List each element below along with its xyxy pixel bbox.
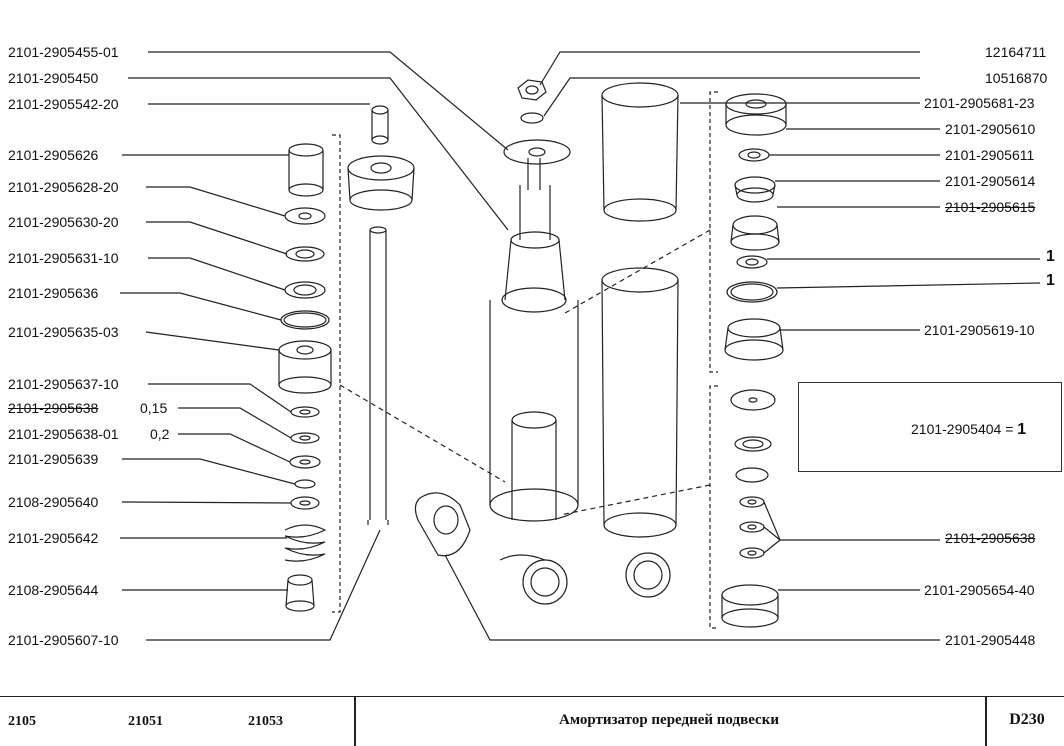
part-label: 2101-2905654-40 (924, 582, 1035, 598)
part-label: 2101-2905642 (8, 530, 99, 546)
part-label: 2101-2905638 (8, 400, 99, 416)
part-label: 2101-2905637-10 (8, 376, 119, 392)
part-label: 2101-2905448 (945, 632, 1036, 648)
part-label: 2101-2905628-20 (8, 179, 119, 195)
part-label: 2108-2905644 (8, 582, 99, 598)
divider (985, 697, 987, 746)
part-label: 2101-2905681-23 (924, 95, 1035, 111)
model-label: 2105 (8, 714, 36, 729)
part-label: 2101-2905636 (8, 285, 99, 301)
part-label: 2101-2905611 (945, 147, 1035, 163)
part-label: 2101-2905630-20 (8, 214, 119, 230)
repair-kit-box: 2101-2905404 = 1 (798, 382, 1062, 472)
part-label: 12164711 (985, 44, 1047, 60)
model-label: 21051 (128, 714, 163, 729)
drawing-title: Амортизатор передней подвески (559, 712, 779, 728)
part-label: 2101-2905542-20 (8, 96, 119, 112)
part-label: 2101-2905610 (945, 121, 1036, 137)
part-label: 2101-2905638-01 (8, 426, 119, 442)
exploded-diagram (120, 51, 1041, 641)
kit-label: 2101-2905404 = 1 (911, 421, 1027, 438)
part-label: 2101-2905615 (945, 199, 1036, 215)
part-label: 10516870 (985, 70, 1048, 86)
part-label: 2101-2905638 (945, 530, 1036, 546)
rod-part (367, 226, 389, 525)
part-label: 2101-2905614 (945, 173, 1036, 189)
quantity-label: 1 (1046, 272, 1055, 289)
part-note: 0,2 (150, 426, 170, 442)
bump-stop-part (288, 143, 324, 197)
divider (354, 697, 356, 746)
part-label: 2108-2905640 (8, 494, 99, 510)
part-label: 2101-2905450 (8, 70, 99, 86)
part-note: 0,15 (140, 400, 168, 416)
page-code: D230 (1009, 711, 1045, 728)
part-label: 2101-2905626 (8, 147, 99, 163)
part-label: 2101-2905635-03 (8, 324, 119, 340)
part-label: 2101-2905619-10 (924, 322, 1035, 338)
model-label: 21053 (248, 714, 283, 729)
title-block: 2105 21051 21053 Амортизатор передней по… (0, 696, 1064, 746)
quantity-label: 1 (1046, 248, 1055, 265)
part-label: 2101-2905455-01 (8, 44, 119, 60)
part-label: 2101-2905607-10 (8, 632, 119, 648)
dust-cover-part (601, 82, 679, 598)
part-label: 2101-2905631-10 (8, 250, 119, 266)
part-label: 2101-2905639 (8, 451, 99, 467)
shock-body-part (489, 185, 579, 605)
